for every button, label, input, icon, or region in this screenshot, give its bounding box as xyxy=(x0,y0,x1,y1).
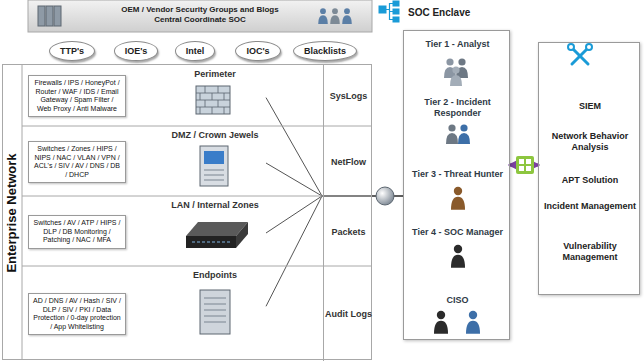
log-label: SysLogs xyxy=(330,91,368,101)
tier-label: CISO xyxy=(406,295,509,306)
connector xyxy=(266,98,403,196)
intel-oval: Blacklists xyxy=(293,41,357,61)
zone-heading: Endpoints xyxy=(164,270,266,336)
hunter-icon xyxy=(451,187,465,210)
log-source: SysLogs xyxy=(323,65,373,127)
responder-icon xyxy=(446,124,470,144)
ciso-icon xyxy=(466,311,480,334)
oval-label: Intel xyxy=(186,42,205,60)
vendor-people-icon xyxy=(318,8,352,24)
zone-heading: DMZ / Crown Jewels xyxy=(164,130,266,190)
ciso-icon xyxy=(434,311,448,334)
tool-label: Incident Management xyxy=(541,201,639,212)
intel-oval: IOE's xyxy=(114,41,159,61)
zone-heading: Perimeter xyxy=(164,69,266,121)
enclave-title: SOC Enclave xyxy=(408,7,470,18)
tool-item: SIEM xyxy=(541,101,639,112)
control-text: Switches / AV / ATP / HIPS / DLP / DB Mo… xyxy=(33,219,121,245)
row-divider xyxy=(22,266,372,267)
row-divider xyxy=(22,126,372,127)
soc-tier: Tier 3 - Threat Hunter xyxy=(406,169,509,180)
intel-oval: IOC's xyxy=(235,41,280,61)
band-text: OEM / Vendor Security Groups and Blogs xyxy=(28,5,372,15)
control-text: Switches / Zones / HIPS / NIPS / NAC / V… xyxy=(33,145,121,179)
log-label: Audit Logs xyxy=(325,309,372,319)
band-text: Central Coordinate SOC xyxy=(28,15,372,25)
junction-ball xyxy=(376,187,394,205)
control-text: Firewalls / IPS / HoneyPot / Router / WA… xyxy=(33,79,121,113)
soc-tier: Tier 1 - Analyst xyxy=(406,39,509,50)
connector xyxy=(266,196,403,306)
tier-label: Tier 3 - Threat Hunter xyxy=(406,169,509,180)
soc-tier: Tier 4 - SOC Manager xyxy=(406,227,509,238)
manager-icon xyxy=(451,245,465,268)
oval-label: IOE's xyxy=(125,42,148,60)
control-list: AD / DNS / AV / Hash / SIV / DLP / SIV /… xyxy=(28,293,126,335)
hierarchy-icon xyxy=(379,1,399,22)
oval-label: IOC's xyxy=(246,42,269,60)
wrench-icon xyxy=(568,44,592,64)
tool-label: Network Behavior Analysis xyxy=(541,131,639,153)
control-list: Switches / AV / ATP / HIPS / DLP / DB Mo… xyxy=(28,215,126,249)
tool-panel: SIEM Network Behavior AnalysisAPT Solutio… xyxy=(538,42,640,295)
tool-label: SIEM xyxy=(541,101,639,112)
tier-label: Tier 2 - Incident Responder xyxy=(406,97,509,119)
tool-item: Vulnerability Management xyxy=(541,241,639,263)
zone-heading: LAN / Internal Zones xyxy=(164,200,266,260)
tier-label: Tier 4 - SOC Manager xyxy=(406,227,509,238)
log-source: Packets xyxy=(323,197,373,267)
zone-title: DMZ / Crown Jewels xyxy=(164,130,266,140)
control-list: Firewalls / IPS / HoneyPot / Router / WA… xyxy=(28,75,126,117)
log-source: Audit Logs xyxy=(323,267,373,361)
zone-title: Endpoints xyxy=(164,270,266,280)
control-text: AD / DNS / AV / Hash / SIV / DLP / SIV /… xyxy=(33,297,121,331)
analyst-icon xyxy=(444,58,468,86)
switch-icon xyxy=(186,222,248,248)
network-hub-icon xyxy=(516,156,534,174)
tool-label: APT Solution xyxy=(541,175,639,186)
enterprise-region: Firewalls / IPS / HoneyPot / Router / WA… xyxy=(2,64,372,360)
tool-item: Network Behavior Analysis xyxy=(541,131,639,153)
intel-oval: TTP's xyxy=(49,41,95,61)
intel-oval: Intel xyxy=(175,41,216,61)
tool-item: Incident Management xyxy=(541,201,639,212)
dmz-server-icon xyxy=(200,146,228,186)
server-rack-icon xyxy=(38,6,61,26)
row-divider xyxy=(22,196,372,197)
log-source: NetFlow xyxy=(323,127,373,197)
tool-label: Vulnerability Management xyxy=(541,241,639,263)
region-title: Enterprise Network xyxy=(3,113,21,313)
oval-label: Blacklists xyxy=(304,42,346,60)
region-divider xyxy=(22,64,23,360)
log-label: NetFlow xyxy=(331,157,366,167)
log-label: Packets xyxy=(331,227,365,237)
oval-label: TTP's xyxy=(60,42,84,60)
control-list: Switches / Zones / HIPS / NIPS / NAC / V… xyxy=(28,141,126,183)
zone-title: LAN / Internal Zones xyxy=(164,200,266,210)
soc-tier: Tier 2 - Incident Responder xyxy=(406,97,509,119)
soc-tier: CISO xyxy=(406,295,509,306)
zone-title: Perimeter xyxy=(164,69,266,79)
endpoint-server-icon xyxy=(200,290,230,334)
soc-enclave: Tier 1 - AnalystTier 2 - Incident Respon… xyxy=(403,30,510,340)
firewall-icon xyxy=(196,86,230,114)
tier-label: Tier 1 - Analyst xyxy=(406,39,509,50)
vendor-band xyxy=(28,0,372,32)
vendor-band: OEM / Vendor Security Groups and BlogsCe… xyxy=(28,0,372,32)
tool-item: APT Solution xyxy=(541,175,639,186)
